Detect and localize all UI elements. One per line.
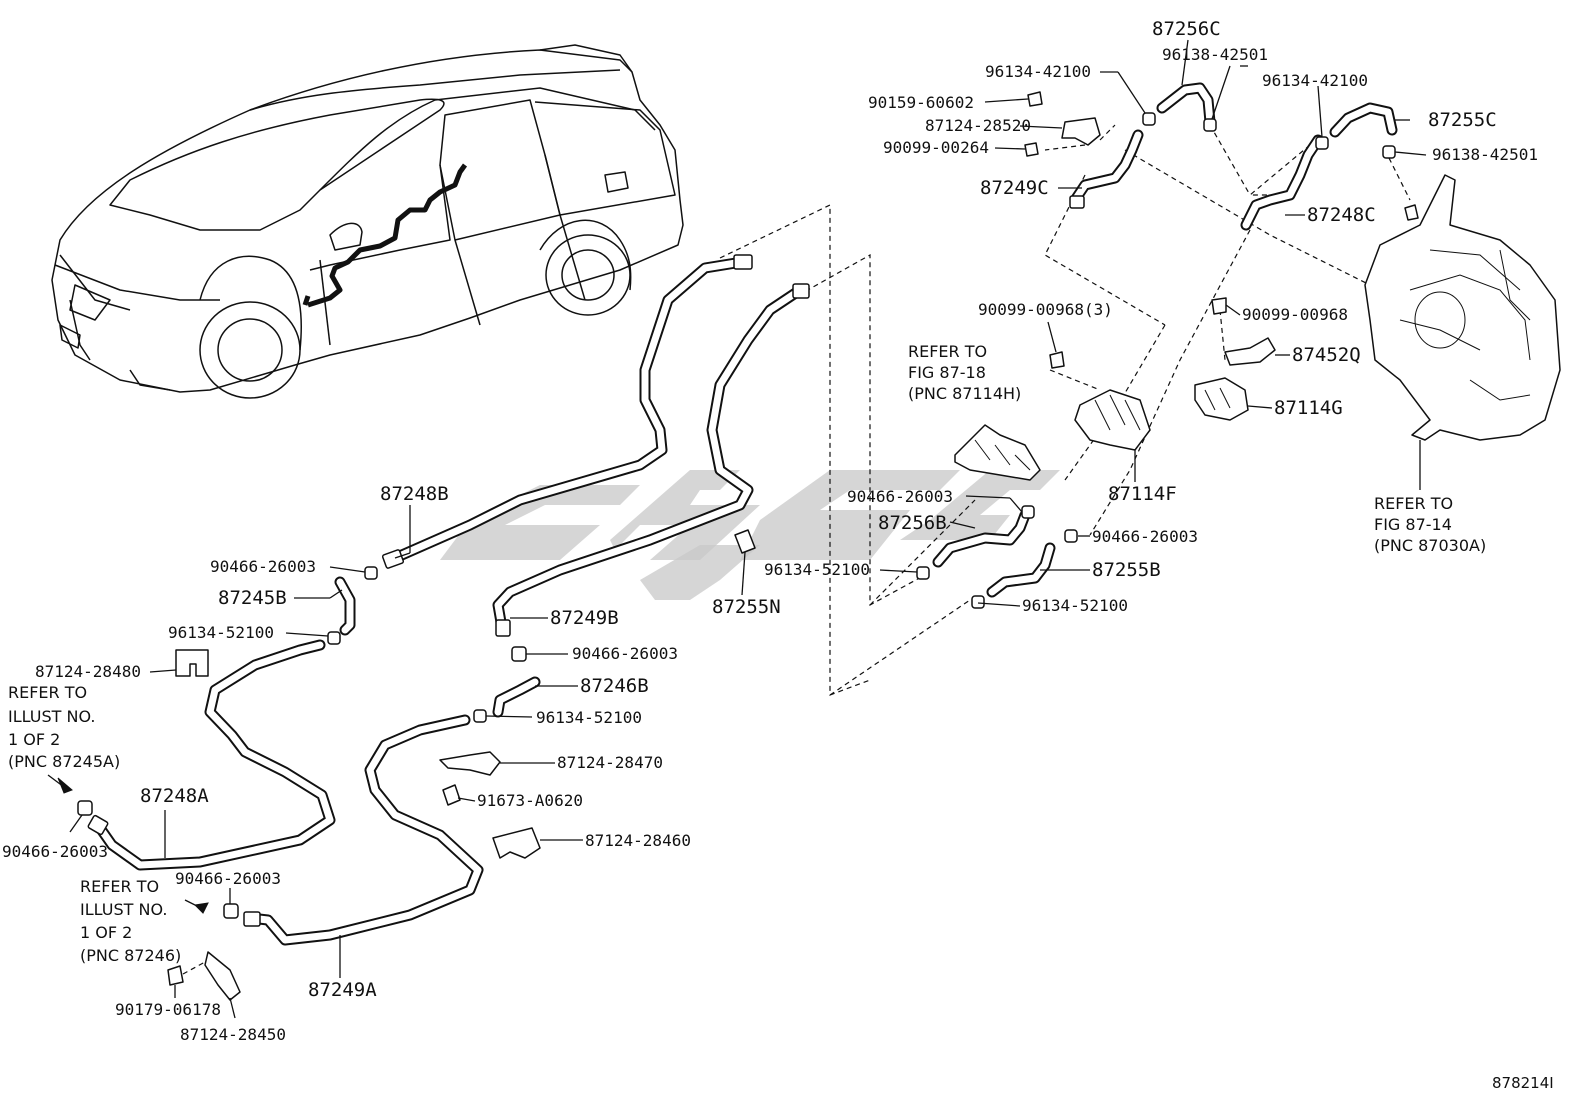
bracket-87452Q [1211, 297, 1276, 366]
assembly-dashes-center [719, 204, 976, 696]
label-90099-00968: 90099-00968 [1242, 305, 1348, 324]
ref-87245A-line3: 1 OF 2 [8, 730, 60, 749]
leader-lines [69, 39, 1427, 1019]
hose-87249C [1069, 129, 1144, 209]
label-96134-52100-c: 96134-52100 [1022, 596, 1128, 615]
label-87255N: 87255N [712, 596, 781, 618]
label-90466-26003-a: 90466-26003 [847, 487, 953, 506]
hose-87248C [1240, 134, 1324, 231]
clamps-lower-left [47, 566, 541, 1001]
figure-number: 878214I [1492, 1074, 1554, 1092]
reference-illust-87246: REFER TO ILLUST NO. 1 OF 2 (PNC 87246) [80, 877, 181, 965]
label-87114G: 87114G [1274, 397, 1343, 419]
label-87248C: 87248C [1307, 204, 1376, 226]
label-96134-52100-b: 96134-52100 [168, 623, 274, 642]
watermark-logo [440, 470, 1060, 600]
label-87245B: 87245B [218, 587, 287, 609]
hose-87256B [932, 509, 1031, 568]
label-87249B: 87249B [550, 607, 619, 629]
ref-87245A-line2: ILLUST NO. [8, 707, 95, 726]
label-91673-A0620: 91673-A0620 [477, 791, 583, 810]
hose-87256C [1156, 82, 1216, 128]
label-90099-00968-3: 90099-00968(3) [978, 300, 1113, 319]
heater-unit-87030A [1364, 174, 1561, 490]
label-90466-26003-e: 90466-26003 [2, 842, 108, 861]
ref-87-18-line2: FIG 87-18 [908, 363, 986, 382]
label-90466-26003-f: 90466-26003 [175, 869, 281, 888]
ref-87246-line1: REFER TO [80, 877, 159, 896]
label-87124-28450: 87124-28450 [180, 1025, 286, 1044]
label-96134-42100-a: 96134-42100 [985, 62, 1091, 81]
part-87255N [734, 529, 756, 596]
label-90099-00264: 90099-00264 [883, 138, 989, 157]
ref-87246-line4: (PNC 87246) [80, 946, 181, 965]
ref-87-14-line3: (PNC 87030A) [1374, 536, 1486, 555]
label-96138-42501-a: 96138-42501 [1162, 45, 1268, 64]
label-87246B: 87246B [580, 675, 649, 697]
ref-87246-line2: ILLUST NO. [80, 900, 167, 919]
ref-87246-line3: 1 OF 2 [80, 923, 132, 942]
label-87124-28460: 87124-28460 [585, 831, 691, 850]
label-87114F: 87114F [1108, 483, 1177, 505]
ref-87-14-line2: FIG 87-14 [1374, 515, 1452, 534]
label-87248B: 87248B [380, 483, 449, 505]
ref-87-18-line1: REFER TO [908, 342, 987, 361]
hose-87245B [334, 576, 356, 636]
hose-87249A [243, 714, 484, 946]
label-96134-42100-b: 96134-42100 [1262, 71, 1368, 90]
bracket-87114F [1074, 389, 1151, 451]
label-90466-26003-b: 90466-26003 [1092, 527, 1198, 546]
part-87114G [1194, 377, 1249, 421]
label-87249C: 87249C [980, 177, 1049, 199]
label-90466-26003-c: 90466-26003 [210, 557, 316, 576]
label-87255B: 87255B [1092, 559, 1161, 581]
label-90179-06178: 90179-06178 [115, 1000, 221, 1019]
hose-87246B [492, 676, 541, 718]
label-96134-52100-a: 96134-52100 [764, 560, 870, 579]
hose-87249B [492, 283, 810, 637]
reference-fig-87-18: REFER TO FIG 87-18 (PNC 87114H) [908, 342, 1021, 403]
hose-87248B [381, 254, 753, 569]
label-90159-60602: 90159-60602 [868, 93, 974, 112]
vehicle-illustration [51, 44, 684, 399]
part-label-group: 87256C 96134-42100 96138-42501 90159-606… [2, 18, 1538, 1044]
label-87255C: 87255C [1428, 109, 1497, 131]
hose-87255B [986, 542, 1056, 598]
label-87124-28480: 87124-28480 [35, 662, 141, 681]
label-90466-26003-d: 90466-26003 [572, 644, 678, 663]
reference-illust-87245A: REFER TO ILLUST NO. 1 OF 2 (PNC 87245A) [8, 683, 120, 771]
hose-87255C [1329, 102, 1398, 138]
label-87248A: 87248A [140, 785, 209, 807]
label-87124-28520: 87124-28520 [925, 116, 1031, 135]
label-87256B: 87256B [878, 512, 947, 534]
reference-fig-87-14: REFER TO FIG 87-14 (PNC 87030A) [1374, 494, 1486, 555]
ref-87245A-line4: (PNC 87245A) [8, 752, 120, 771]
ref-87-14-line1: REFER TO [1374, 494, 1453, 513]
ref-87-18-line3: (PNC 87114H) [908, 384, 1021, 403]
label-87256C: 87256C [1152, 18, 1221, 40]
hose-87248A [87, 639, 336, 871]
label-87452Q: 87452Q [1292, 344, 1361, 366]
clamps-center-right [916, 351, 1078, 609]
label-96134-52100-d: 96134-52100 [536, 708, 642, 727]
clamps-upper-right [1024, 91, 1396, 159]
label-87124-28470: 87124-28470 [557, 753, 663, 772]
label-96138-42501-b: 96138-42501 [1432, 145, 1538, 164]
ref-87245A-line1: REFER TO [8, 683, 87, 702]
label-87249A: 87249A [308, 979, 377, 1001]
bracket-87114H [954, 424, 1041, 481]
